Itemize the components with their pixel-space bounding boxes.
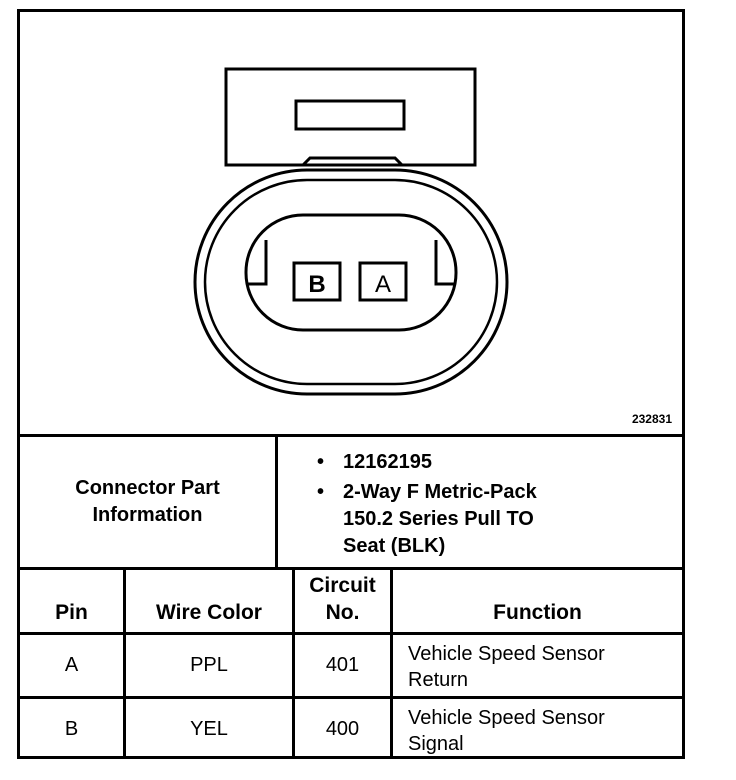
right-keyway (434, 240, 454, 286)
terminal-cavity (244, 213, 458, 332)
col-divider-3 (390, 570, 393, 759)
divider-header (20, 632, 682, 635)
header-circuit-line1: Circuit (309, 574, 376, 597)
row-b-pin: B (64, 717, 79, 740)
row-a-function-line2: Return (408, 669, 469, 691)
divider-part-info (20, 567, 682, 570)
divider-drawing (20, 434, 682, 437)
header-wire-color: Wire Color (156, 601, 262, 624)
row-b-circuit: 400 (325, 717, 360, 740)
row-a-pin: A (64, 654, 79, 676)
part-info-label: Connector Part Information (20, 437, 275, 567)
outer-shell (193, 168, 509, 396)
row-a-function-line1: Vehicle Speed Sensor (408, 643, 605, 665)
row-b-function-line2: Signal (408, 733, 464, 755)
part-info-item: • 2-Way F Metric-Pack 150.2 Series Pull … (295, 479, 685, 560)
left-keyway (248, 240, 268, 286)
latch-window (294, 99, 406, 131)
terminal-a-box (358, 261, 408, 302)
row-b-wire-color: YEL (190, 717, 228, 740)
col-divider-2 (292, 570, 295, 759)
divider-row (20, 696, 682, 699)
row-a-function: Vehicle Speed Sensor Return (393, 635, 682, 696)
seal-ring (203, 178, 499, 386)
terminal-b-box (292, 261, 342, 302)
part-info-item: • 12162195 (295, 449, 685, 476)
header-circuit-no: Circuit No. (295, 570, 390, 632)
connector-drawing: B A 232831 (20, 12, 682, 434)
connector-illustration: B A (193, 67, 509, 396)
header-function: Function (493, 601, 582, 624)
bullet: • (317, 481, 325, 503)
part-description-line3: Seat (BLK) (343, 535, 446, 557)
row-a-wire-color: PPL (190, 654, 228, 676)
latch-step (301, 156, 404, 167)
connector-end-view-chart: B A 232831 Connector Part Information • … (17, 9, 685, 759)
row-b-function: Vehicle Speed Sensor Signal (393, 699, 682, 759)
header-pin: Pin (55, 601, 88, 624)
terminal-b-label: B (308, 271, 325, 298)
part-info-label-line2: Information (92, 504, 203, 526)
terminal-a-label: A (375, 271, 391, 298)
row-a-circuit: 401 (325, 654, 360, 676)
part-info-divider (275, 437, 278, 567)
part-number: 12162195 (343, 451, 432, 473)
row-b-function-line1: Vehicle Speed Sensor (408, 707, 605, 729)
header-circuit-line2: No. (325, 601, 360, 624)
figure-number: 232831 (631, 412, 672, 426)
locking-tab-housing (224, 67, 477, 167)
part-description-line1: 2-Way F Metric-Pack (343, 481, 537, 503)
part-info-label-line1: Connector Part (75, 477, 220, 499)
col-divider-1 (123, 570, 126, 759)
part-info-list: • 12162195 • 2-Way F Metric-Pack 150.2 S… (295, 449, 685, 560)
bullet: • (317, 451, 325, 473)
part-description-line2: 150.2 Series Pull TO (343, 508, 534, 530)
